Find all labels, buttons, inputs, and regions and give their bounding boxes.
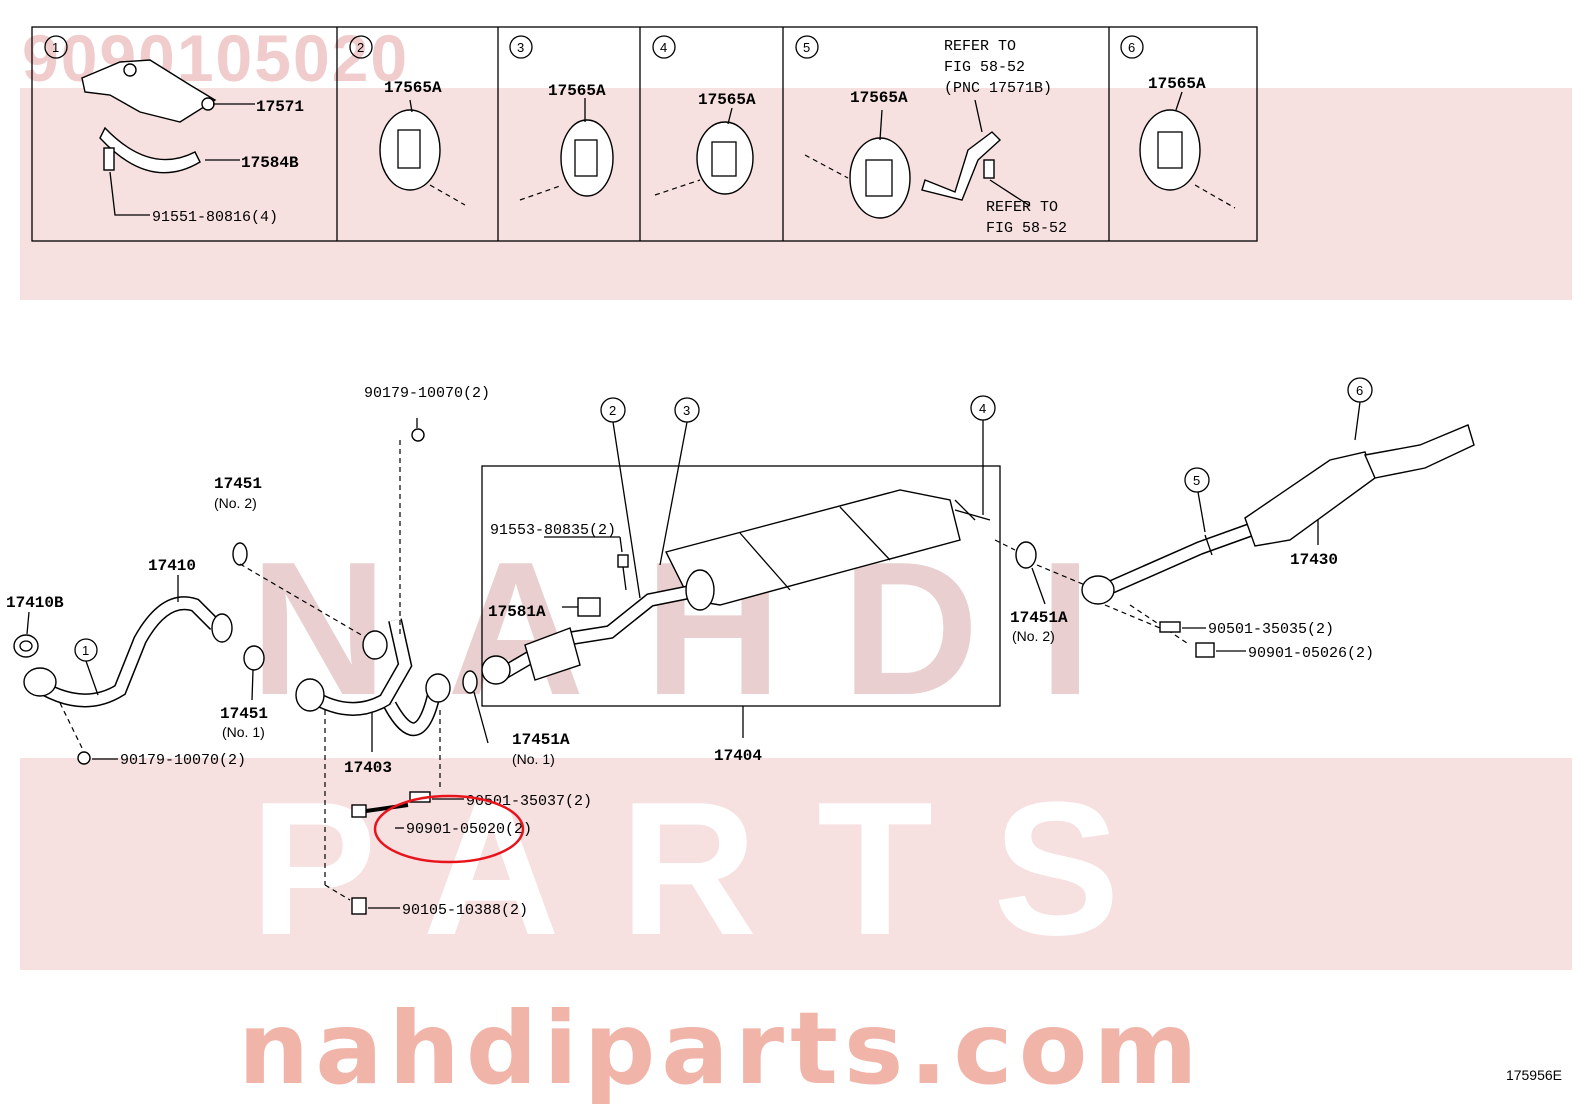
label-17565A-3: 17565A xyxy=(548,82,606,100)
label-91551-80816: 91551-80816(4) xyxy=(152,209,278,226)
callout-5: 5 xyxy=(1193,473,1200,488)
label-90501-35035: 90501-35035(2) xyxy=(1208,621,1334,638)
label-fig-58-52-1: FIG 58-52 xyxy=(944,59,1025,76)
label-90179-10070-top: 90179-10070(2) xyxy=(364,385,490,402)
callout-3: 3 xyxy=(683,403,690,418)
label-17565A-6: 17565A xyxy=(1148,75,1206,93)
label-17451A-no2-sub: (No. 2) xyxy=(1012,628,1055,644)
label-17403: 17403 xyxy=(344,759,392,777)
highlight-ring xyxy=(373,794,525,864)
label-90179-10070-bottom: 90179-10070(2) xyxy=(120,752,246,769)
panel-5-hanger: 17565A REFER TO FIG 58-52 (PNC 17571B) R… xyxy=(804,38,1067,237)
panel-number: 6 xyxy=(1128,40,1135,55)
panel-4-hanger: 17565A xyxy=(654,91,756,196)
label-17565A-5: 17565A xyxy=(850,89,908,107)
panel-number: 2 xyxy=(357,40,364,55)
front-pipe-17410 xyxy=(13,575,233,765)
label-refer-to-1: REFER TO xyxy=(944,38,1016,55)
gaskets-17451 xyxy=(232,542,371,701)
label-17451-no1-sub: (No. 1) xyxy=(222,724,265,740)
gasket-17451A-no2 xyxy=(994,539,1086,605)
tail-pipe-17430 xyxy=(1081,401,1475,658)
label-17430: 17430 xyxy=(1290,551,1338,569)
panel-1-bracket: 17571 17584B 91551-80816(4) xyxy=(81,59,304,226)
label-17451A-no2: 17451A xyxy=(1010,609,1068,627)
label-17565A-2: 17565A xyxy=(384,79,442,97)
callout-2: 2 xyxy=(609,403,616,418)
panel-number: 3 xyxy=(517,40,524,55)
panel-number: 5 xyxy=(803,40,810,55)
watermark-site: nahdiparts.com xyxy=(238,990,1204,1107)
panel-2-hanger: 17565A xyxy=(379,79,466,206)
label-17451A-no1: 17451A xyxy=(512,731,570,749)
panel-number: 4 xyxy=(660,40,667,55)
label-17451A-no1-sub: (No. 1) xyxy=(512,751,555,767)
label-17584B: 17584B xyxy=(241,154,299,172)
callout-4: 4 xyxy=(979,401,986,416)
inset-panel-numbers: 1 2 3 4 5 6 xyxy=(44,35,1144,59)
callout-6: 6 xyxy=(1356,383,1363,398)
label-90901-05020: 90901-05020(2) xyxy=(406,821,532,838)
label-17581A: 17581A xyxy=(488,603,546,621)
panel-6-hanger: 17565A xyxy=(1139,75,1236,209)
label-90105-10388: 90105-10388(2) xyxy=(402,902,528,919)
label-refer-to-2: REFER TO xyxy=(986,199,1058,216)
label-17451-no2: 17451 xyxy=(214,475,262,493)
label-91553-80835: 91553-80835(2) xyxy=(490,522,616,539)
assembly-box-17404 xyxy=(481,465,1001,707)
label-90501-35037: 90501-35037(2) xyxy=(466,793,592,810)
figure-id: 175956E xyxy=(1505,1067,1562,1083)
label-90901-05026: 90901-05026(2) xyxy=(1248,645,1374,662)
watermark-band-top xyxy=(20,88,1572,300)
label-pnc-17571b: (PNC 17571B) xyxy=(944,80,1052,97)
panel-number: 1 xyxy=(52,40,59,55)
muffler-17404 xyxy=(481,420,991,685)
center-pipe-17403 xyxy=(295,418,489,915)
label-17565A-4: 17565A xyxy=(698,91,756,109)
watermark-parts: PARTS xyxy=(250,763,1180,975)
label-17571: 17571 xyxy=(256,98,304,116)
label-fig-58-52-2: FIG 58-52 xyxy=(986,220,1067,237)
label-17410B: 17410B xyxy=(6,594,64,612)
label-17404: 17404 xyxy=(714,747,762,765)
callout-1: 1 xyxy=(82,643,89,658)
label-17451-no2-sub: (No. 2) xyxy=(214,495,257,511)
inset-panels xyxy=(31,26,1258,242)
watermark-band-bottom xyxy=(20,758,1572,970)
label-17410: 17410 xyxy=(148,557,196,575)
label-17451-no1: 17451 xyxy=(220,705,268,723)
panel-3-hanger: 17565A xyxy=(519,82,614,201)
